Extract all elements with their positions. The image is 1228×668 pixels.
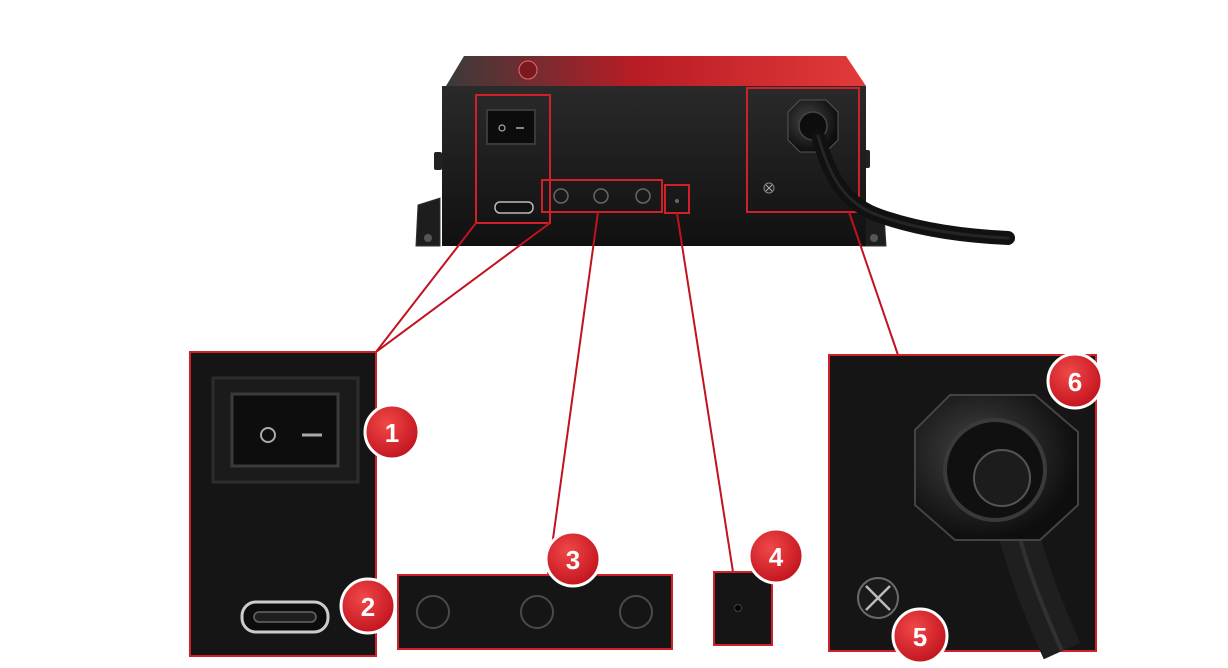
callout-number: 5 bbox=[913, 622, 927, 652]
device-button bbox=[553, 188, 569, 204]
pinhole bbox=[734, 604, 742, 612]
callout-badge-5: 5 bbox=[891, 607, 949, 665]
callout-number: 2 bbox=[361, 592, 375, 622]
callout-number: 4 bbox=[769, 542, 784, 572]
callout-number: 1 bbox=[385, 418, 399, 448]
callout-lines bbox=[375, 211, 899, 576]
device-button bbox=[593, 188, 609, 204]
left-mount-flange bbox=[415, 197, 441, 247]
callout-badge-1: 1 bbox=[363, 403, 421, 461]
callout-badge-4: 4 bbox=[747, 527, 805, 585]
device-usb-c-port bbox=[494, 201, 534, 214]
device-button bbox=[635, 188, 651, 204]
callout-number: 6 bbox=[1068, 367, 1082, 397]
callout-number: 3 bbox=[566, 545, 580, 575]
device-power-switch bbox=[486, 109, 536, 145]
power-switch bbox=[230, 392, 340, 468]
callout-badge-6: 6 bbox=[1046, 352, 1104, 410]
detail-panel-gland-screw bbox=[828, 354, 1097, 660]
device-top-surface bbox=[446, 56, 866, 86]
button-middle bbox=[520, 595, 554, 629]
callout-badge-2: 2 bbox=[339, 577, 397, 635]
button-left bbox=[416, 595, 450, 629]
switch-off-mark bbox=[260, 427, 276, 443]
device-body bbox=[415, 56, 1015, 247]
detail-panel-buttons bbox=[397, 574, 673, 650]
button-right bbox=[619, 595, 653, 629]
detail-panel-pinhole bbox=[713, 571, 773, 646]
callout-badge-3: 3 bbox=[544, 530, 602, 588]
device-pinhole bbox=[675, 199, 679, 203]
logo-badge bbox=[518, 60, 538, 80]
